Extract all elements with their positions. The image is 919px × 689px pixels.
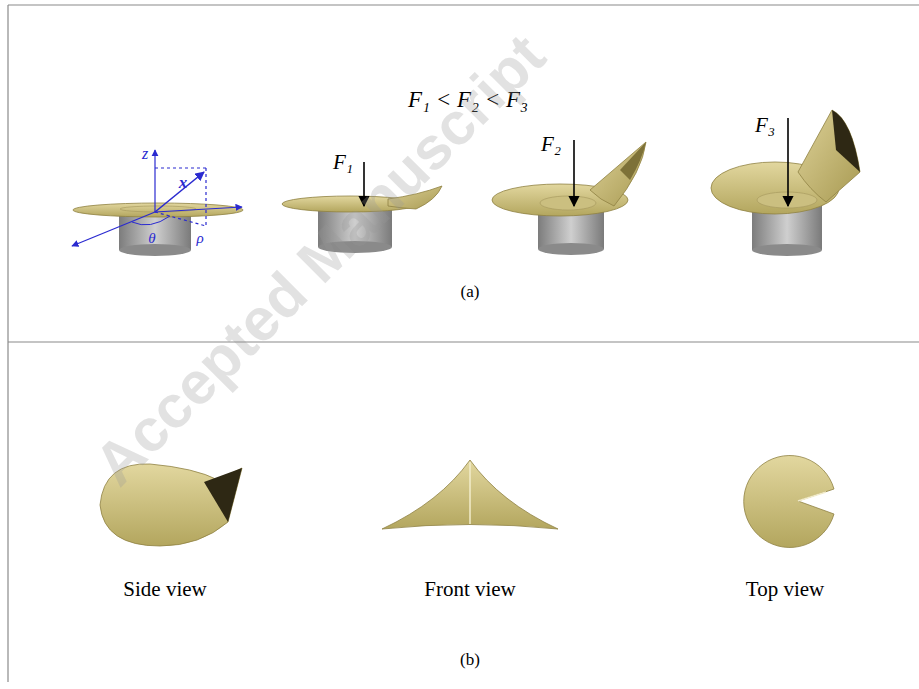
disc-load-f3 [711,110,860,256]
force-label: F₁ [333,151,353,174]
coordinate-axes [72,150,242,246]
force-order-note: F₁ < F₂ < F₃ [408,87,528,112]
panel-frame [8,5,919,682]
force-label: F₂ [541,133,561,156]
top-view-shape [744,456,834,548]
radius-label: ρ [196,230,203,247]
watermark: Accepted Manuscript [82,22,558,498]
axis-label: z [142,145,148,163]
side-view-shape [100,464,242,546]
angle-label: θ [148,230,155,247]
view-caption: Front view [424,578,516,601]
view-caption: Side view [123,578,206,601]
force-label: F₃ [755,114,775,137]
panel-label: (b) [460,651,480,670]
unloaded-disc [73,203,243,256]
disc-load-f1 [282,162,442,253]
axis-label: x [179,174,188,193]
view-caption: Top view [746,578,824,601]
disc-load-f2 [492,140,646,255]
panel-label: (a) [461,283,480,302]
front-view-shape [382,460,558,529]
